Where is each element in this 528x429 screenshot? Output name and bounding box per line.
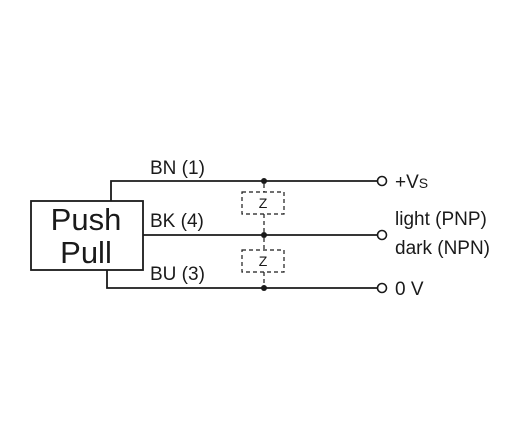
terminal-label-vs: +VS (395, 172, 428, 193)
wire-label-bu: BU (3) (150, 264, 205, 285)
terminal-0v[interactable] (376, 282, 388, 294)
terminal-vs[interactable] (376, 175, 388, 187)
wire-label-bn: BN (1) (150, 158, 205, 179)
device-label-line2: Pull (60, 235, 112, 270)
load-box-lower (241, 249, 285, 273)
push-pull-box (30, 200, 144, 271)
junction-bk (261, 232, 267, 238)
wire-label-bk: BK (4) (150, 211, 204, 232)
terminal-label-dark: dark (NPN) (395, 238, 490, 259)
terminal-label-light: light (PNP) (395, 209, 487, 230)
wire-bu (106, 270, 377, 289)
terminal-label-0v: 0 V (395, 279, 424, 300)
load-label-upper: Z (259, 195, 268, 211)
device-label-line1: Push (51, 202, 122, 237)
wire-bn (110, 180, 377, 201)
junction-bu (261, 285, 267, 291)
junction-bn (261, 178, 267, 184)
load-label-lower: Z (259, 253, 268, 269)
load-box-upper (241, 191, 285, 215)
terminal-output[interactable] (376, 229, 388, 241)
